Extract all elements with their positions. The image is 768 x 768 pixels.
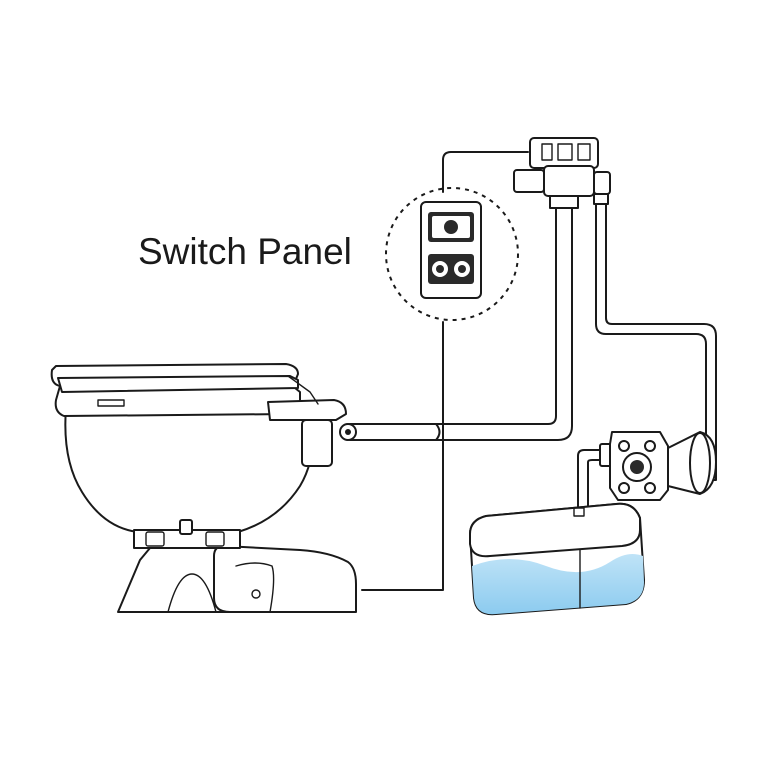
feed-pipe-outer	[595, 197, 707, 471]
intake-pipe-inner	[587, 459, 607, 517]
water-tank-icon	[469, 502, 645, 616]
plumbing-lines	[349, 151, 717, 591]
water-fill	[472, 554, 644, 615]
switch-panel-label: Switch Panel	[138, 231, 352, 272]
switch-panel-callout	[385, 187, 519, 321]
solenoid-valve-icon	[513, 137, 611, 209]
pipe-crossover	[435, 423, 441, 441]
intake-pipe-outer	[577, 449, 607, 517]
callout-circle	[385, 187, 519, 321]
control-wire	[361, 321, 444, 591]
water-pump-icon	[599, 431, 717, 501]
valve-wire	[442, 151, 529, 193]
switch-panel-icon	[420, 201, 482, 299]
outlet-pipe	[349, 205, 557, 425]
feed-pipe-inner	[605, 197, 717, 481]
marine-electric-toilet-icon	[50, 363, 357, 613]
outlet-pipe-inner	[349, 205, 573, 441]
